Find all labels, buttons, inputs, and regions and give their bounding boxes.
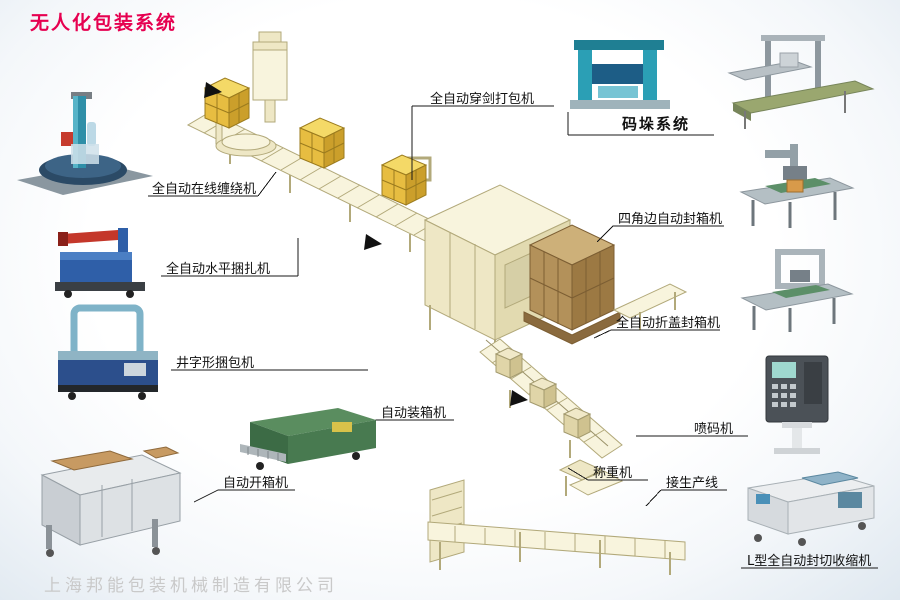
page-title: 无人化包装系统 xyxy=(30,12,178,34)
connector-case-packer xyxy=(361,419,454,433)
label-weigher: 称重机 xyxy=(593,466,633,481)
cartons-on-conveyor xyxy=(494,347,592,439)
bottom-conveyor xyxy=(427,470,686,575)
label-production-line: 接生产线 xyxy=(666,476,719,491)
connector-lance-strapper xyxy=(411,105,554,180)
palletizing-system-image xyxy=(727,35,875,129)
l-shrink-wrapper-image xyxy=(747,471,875,546)
case-erector-image xyxy=(40,446,182,557)
central-packer-station xyxy=(423,184,572,360)
label-lance-strapper: 全自动穿剑打包机 xyxy=(430,92,535,107)
connector-flap-fold-sealer xyxy=(593,329,720,339)
connector-production-line xyxy=(645,489,727,507)
inline-wrap-station xyxy=(215,95,277,157)
label-well-strapper: 井字形捆包机 xyxy=(176,356,255,371)
connector-case-erector xyxy=(193,489,295,503)
horizontal-strapper-image xyxy=(55,228,145,298)
pallet-load xyxy=(523,224,621,345)
box-stack-3 xyxy=(380,154,428,206)
connector-corner-sealer xyxy=(596,225,724,243)
label-horizontal-strapper: 全自动水平捆扎机 xyxy=(166,262,271,277)
label-l-shrink-wrapper: L型全自动封切收缩机 xyxy=(747,554,872,569)
label-palletizing-system: 码垛系统 xyxy=(622,115,691,133)
flap-fold-sealer-image xyxy=(740,249,854,332)
label-flap-fold-sealer: 全自动折盖封箱机 xyxy=(616,316,721,331)
case-packer-image xyxy=(240,408,376,470)
tower-cabinet xyxy=(252,31,288,123)
label-inkjet-coder: 喷码机 xyxy=(694,422,734,437)
label-case-erector: 自动开箱机 xyxy=(223,476,289,491)
inline-strapper-arch xyxy=(402,156,432,182)
well-strapper-image xyxy=(58,304,158,400)
corner-sealer-image xyxy=(739,144,855,228)
label-case-packer: 自动装箱机 xyxy=(381,406,447,421)
company-watermark: 上海邦能包装机械制造有限公司 xyxy=(44,576,338,596)
label-corner-sealer: 四角边自动封箱机 xyxy=(618,212,723,227)
packaging-line-illustration xyxy=(186,31,688,575)
palletizer-machine-image xyxy=(570,40,670,109)
accumulation-conveyor xyxy=(479,338,623,459)
inkjet-coder-image xyxy=(765,355,829,454)
stretch-wrapper-image xyxy=(17,92,153,195)
box-stack-1 xyxy=(203,77,251,129)
label-online-wrapper: 全自动在线缠绕机 xyxy=(152,182,257,197)
box-stack-2 xyxy=(298,117,346,169)
